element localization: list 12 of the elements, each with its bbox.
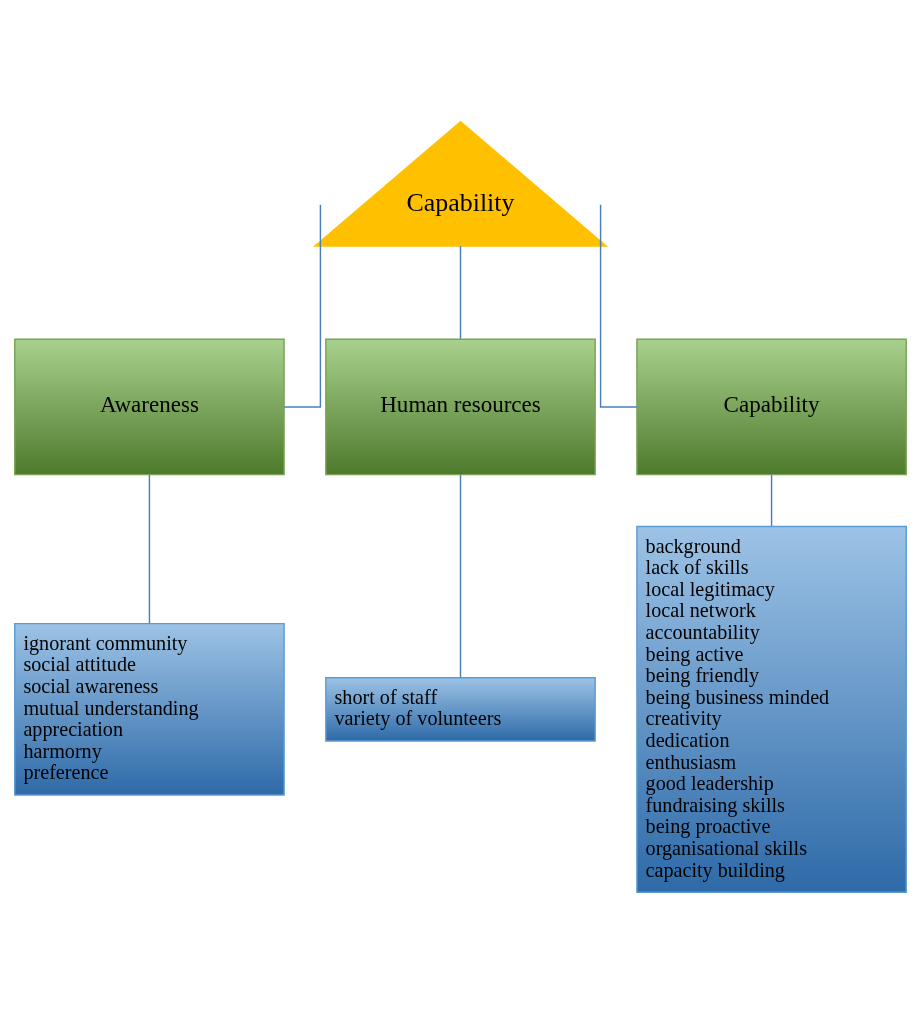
- connector: [459, 245, 461, 340]
- connector: [459, 474, 461, 679]
- node-box: ignorant community social attitude social awareness mutual understanding appreciation harmorny preference: [13, 622, 285, 796]
- connector: [599, 204, 638, 408]
- connector: [282, 204, 321, 408]
- node-box: Awareness: [13, 338, 285, 476]
- node-box: short of staff variety of volunteers: [324, 676, 596, 742]
- node-box: Capability: [635, 338, 907, 476]
- node-box: Human resources: [324, 338, 596, 476]
- connector: [770, 474, 772, 527]
- connector: [148, 474, 150, 624]
- node-box: background lack of skills local legitimacy local network accountability being active being friendly being business minded creativity dedication enthusiasm good leadership fundraising skills being proactive organisational skills capacity building: [635, 525, 907, 893]
